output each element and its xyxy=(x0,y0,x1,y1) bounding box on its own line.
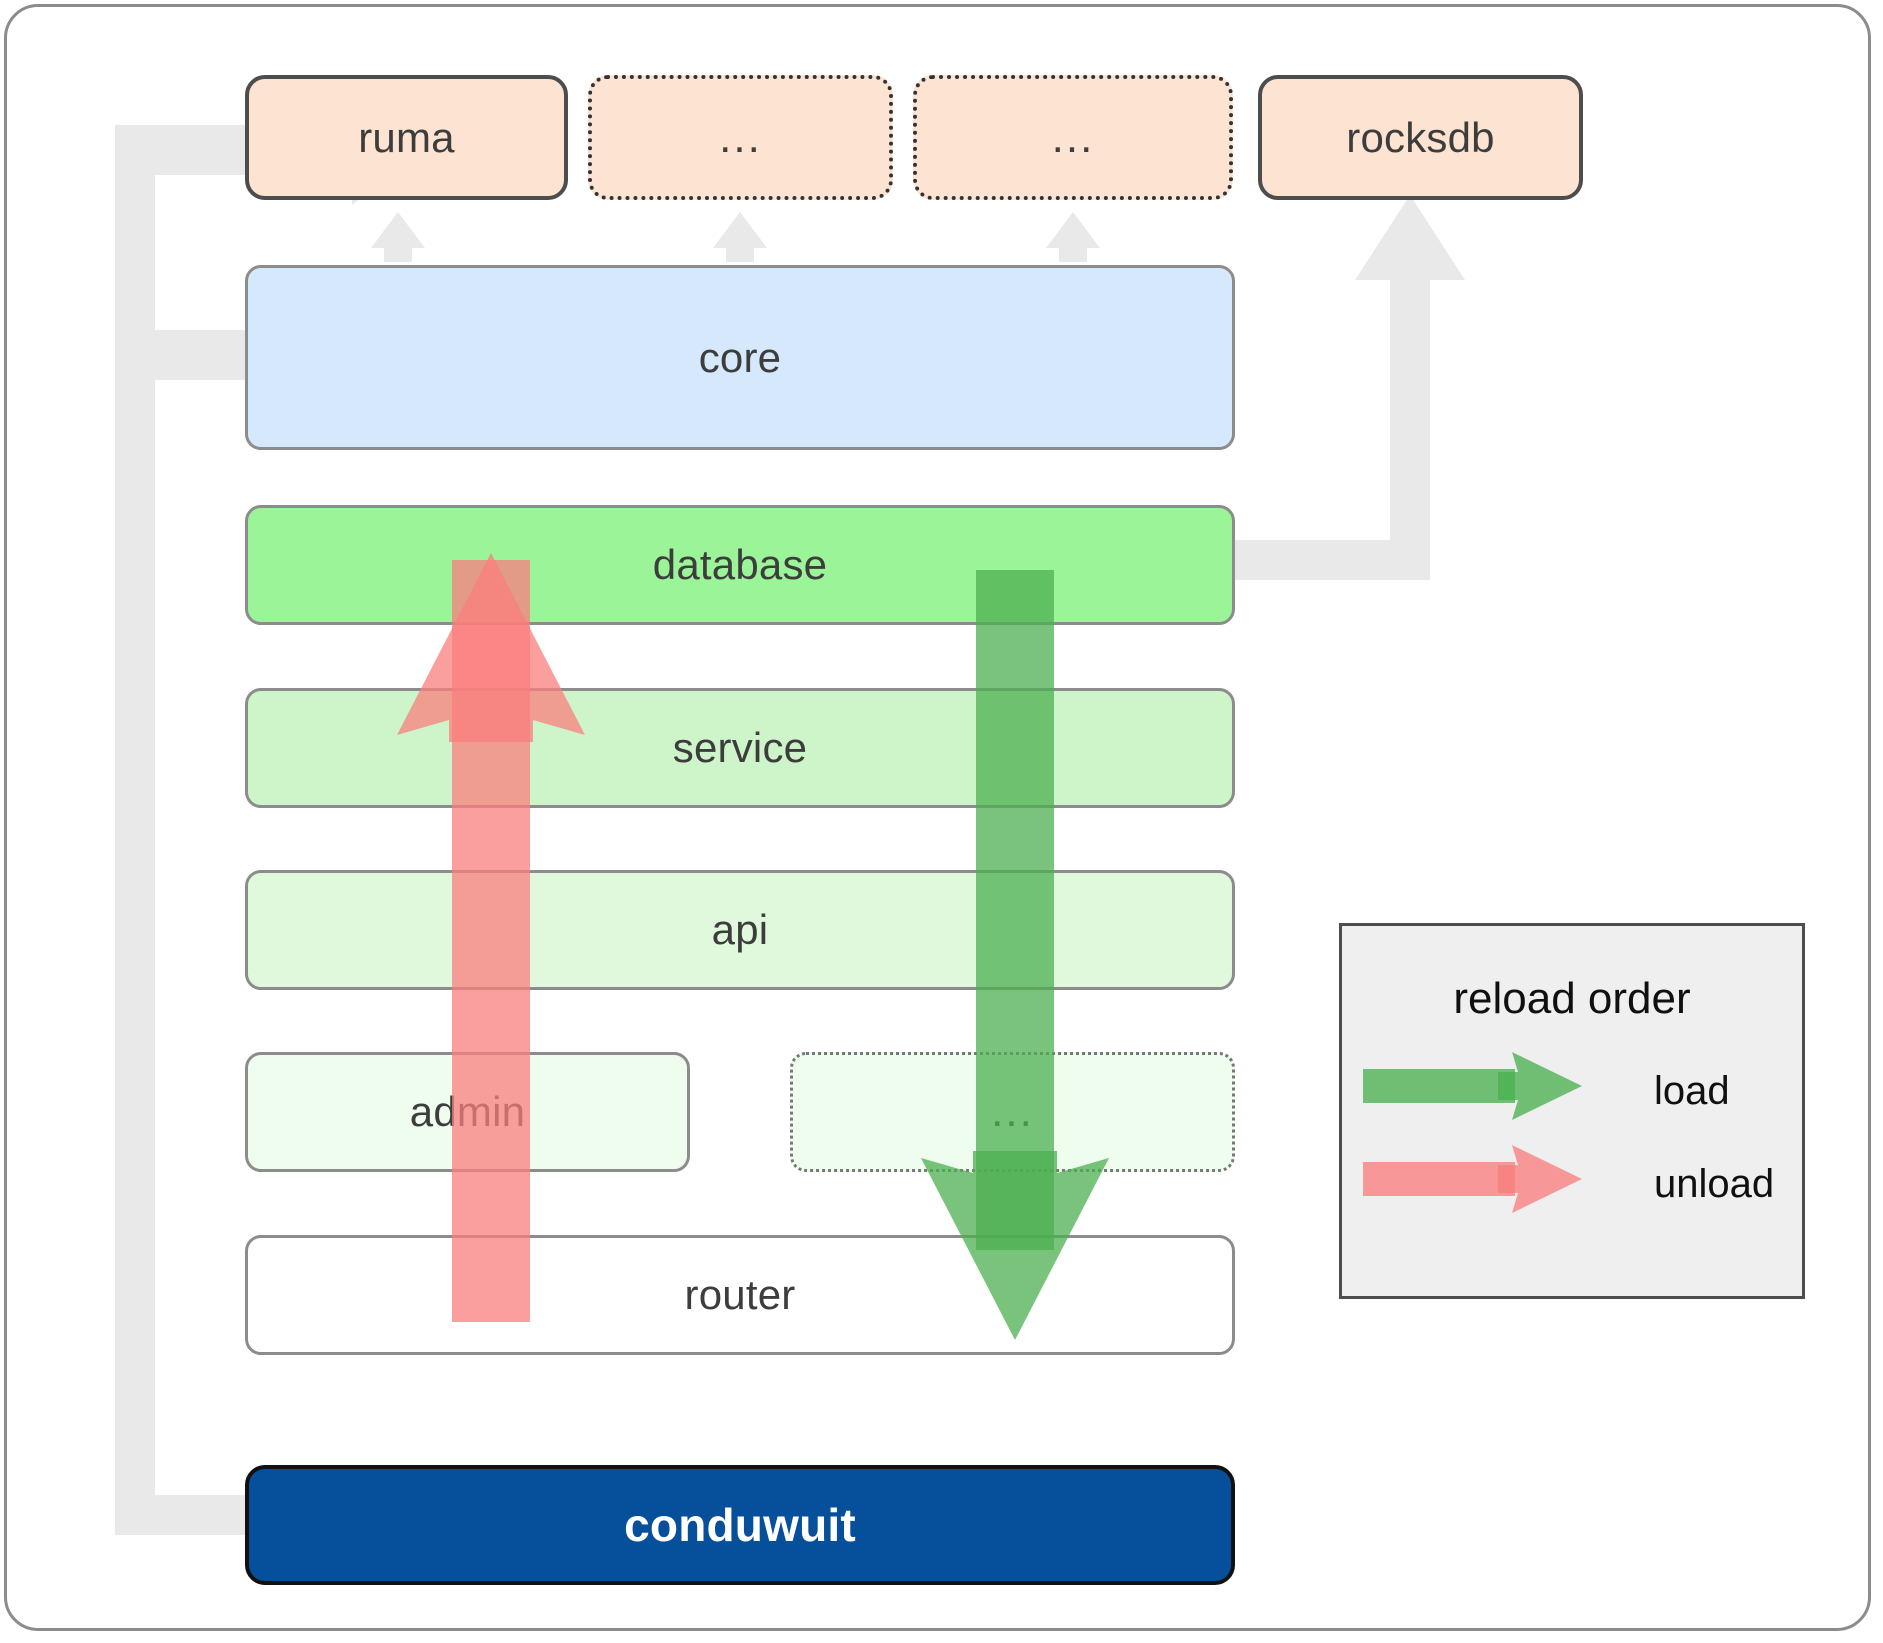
binary-box-conduwuit[interactable]: conduwuit xyxy=(245,1465,1235,1585)
dep-label-dots2: ... xyxy=(1051,112,1095,162)
layer-box-database[interactable]: database xyxy=(245,505,1235,625)
dep-label-rocksdb: rocksdb xyxy=(1346,113,1495,161)
legend-arrows xyxy=(1363,1052,1582,1213)
dep-box-dots1[interactable]: ... xyxy=(588,75,893,200)
dep-box-ruma[interactable]: ruma xyxy=(245,75,568,200)
layer-label-api: api xyxy=(711,906,769,953)
layer-label-service: service xyxy=(672,724,808,771)
legend-panel: reload order load unload xyxy=(1339,923,1805,1299)
layer-box-api[interactable]: api xyxy=(245,870,1235,990)
dep-label-dots1: ... xyxy=(719,112,762,162)
layer-box-admin[interactable]: admin xyxy=(245,1052,690,1172)
dep-label-ruma: ruma xyxy=(358,113,455,161)
legend-load-arrow-icon xyxy=(1363,1052,1582,1120)
layer-label-admin-sibling: ... xyxy=(991,1087,1034,1136)
layer-box-admin-sibling[interactable]: ... xyxy=(790,1052,1235,1172)
layer-label-database: database xyxy=(652,541,828,588)
legend-label-load: load xyxy=(1654,1069,1730,1113)
legend-label-unload: unload xyxy=(1654,1162,1775,1206)
layer-label-router: router xyxy=(684,1271,796,1318)
dep-box-dots2[interactable]: ... xyxy=(913,75,1233,200)
binary-label-conduwuit: conduwuit xyxy=(624,1499,856,1551)
layer-label-core: core xyxy=(698,333,782,381)
diagram-outer-frame xyxy=(4,4,1871,1631)
legend-unload-arrow-icon xyxy=(1363,1145,1582,1213)
dep-box-rocksdb[interactable]: rocksdb xyxy=(1258,75,1583,200)
layer-box-service[interactable]: service xyxy=(245,688,1235,808)
layer-box-core[interactable]: core xyxy=(245,265,1235,450)
layer-label-admin: admin xyxy=(409,1088,526,1135)
legend-title: reload order xyxy=(1453,974,1691,1023)
layer-box-router[interactable]: router xyxy=(245,1235,1235,1355)
